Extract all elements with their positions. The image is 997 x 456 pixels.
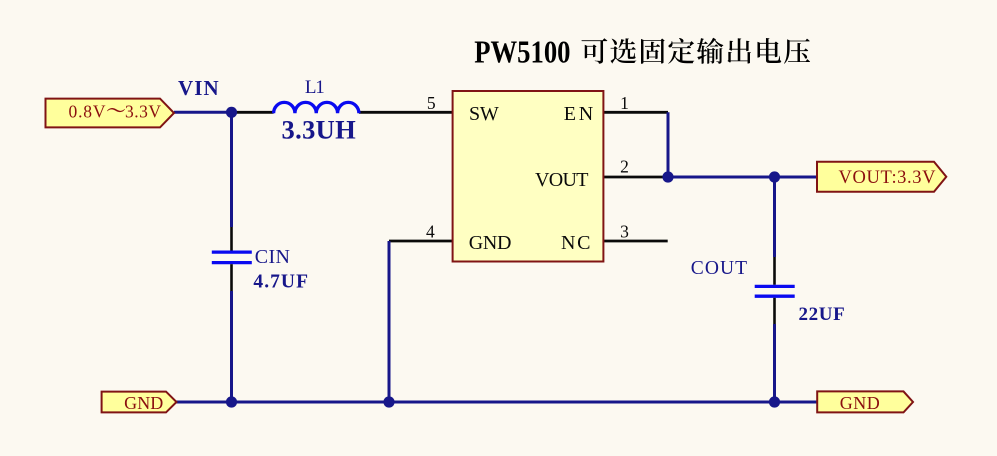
svg-text:4.7UF: 4.7UF	[253, 272, 308, 293]
svg-text:0.8V: 0.8V	[69, 102, 106, 122]
svg-text:3.3V: 3.3V	[125, 102, 161, 122]
svg-text:EN: EN	[564, 103, 594, 125]
svg-text:4: 4	[426, 221, 435, 241]
svg-text:VOUT: VOUT	[535, 169, 589, 191]
svg-text:PW5100: PW5100	[474, 34, 570, 70]
svg-text:1: 1	[620, 93, 629, 113]
svg-text:2: 2	[620, 157, 629, 177]
svg-text:CIN: CIN	[255, 246, 290, 268]
svg-text:GND: GND	[124, 393, 163, 413]
svg-text:L1: L1	[305, 77, 325, 98]
svg-text:GND: GND	[840, 393, 880, 413]
svg-text:SW: SW	[469, 103, 499, 125]
svg-text:3.3UH: 3.3UH	[282, 115, 357, 145]
svg-text:3: 3	[620, 221, 629, 241]
svg-text:VIN: VIN	[178, 76, 219, 100]
svg-text:22UF: 22UF	[799, 304, 845, 325]
svg-text:VOUT:3.3V: VOUT:3.3V	[839, 168, 937, 188]
svg-text:GND: GND	[469, 232, 512, 254]
svg-text:5: 5	[427, 93, 436, 113]
